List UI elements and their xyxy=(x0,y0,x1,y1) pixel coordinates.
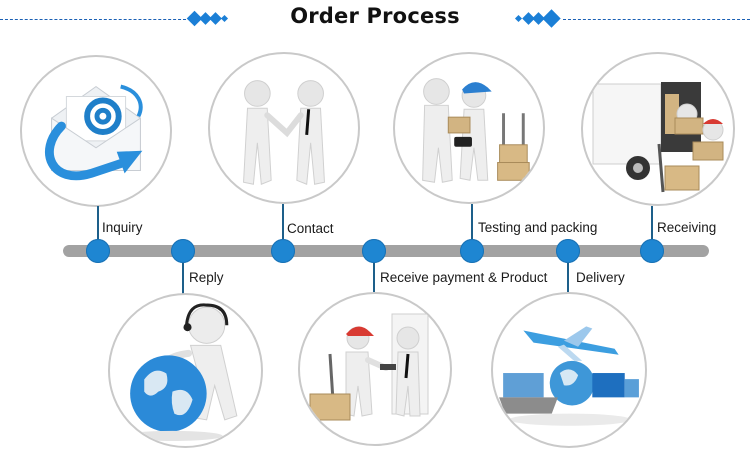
timeline-dot-inquiry xyxy=(86,239,110,263)
timeline-dot-testing-packing xyxy=(460,239,484,263)
step-image-delivery xyxy=(491,292,647,448)
shipping-logistics-icon xyxy=(499,326,639,426)
step-image-inquiry xyxy=(20,55,172,207)
timeline-dot-reply xyxy=(171,239,195,263)
step-label-inquiry: Inquiry xyxy=(102,220,143,235)
step-label-reply: Reply xyxy=(189,270,224,285)
connector-contact xyxy=(282,204,284,244)
step-image-testing-packing xyxy=(393,52,545,204)
header-dashed-line-right xyxy=(563,19,750,20)
connector-delivery xyxy=(567,258,569,292)
timeline-dot-delivery xyxy=(556,239,580,263)
header-dashed-line-left xyxy=(0,19,186,20)
step-image-receiving xyxy=(581,52,735,206)
step-image-contact xyxy=(208,52,360,204)
scanner-packing-icon xyxy=(422,78,530,183)
step-label-delivery: Delivery xyxy=(576,270,625,285)
connector-receiving xyxy=(651,206,653,244)
step-image-reply xyxy=(108,293,263,448)
timeline-dot-contact xyxy=(271,239,295,263)
courier-delivery-icon xyxy=(309,313,429,421)
connector-inquiry xyxy=(97,206,99,244)
connector-reply xyxy=(182,258,184,294)
timeline-dot-receive-payment xyxy=(362,239,386,263)
step-image-receive-payment xyxy=(298,292,452,446)
connector-receive-payment xyxy=(373,258,375,292)
email-at-icon xyxy=(45,84,143,181)
page-title: Order Process xyxy=(290,4,460,28)
step-label-contact: Contact xyxy=(287,221,334,236)
timeline-dot-receiving xyxy=(640,239,664,263)
handshake-icon xyxy=(243,80,325,185)
step-label-receiving: Receiving xyxy=(657,220,717,235)
support-globe-icon xyxy=(122,303,238,441)
step-label-testing-packing: Testing and packing xyxy=(478,220,598,235)
timeline-bar xyxy=(63,245,709,257)
step-label-receive-payment: Receive payment & Product xyxy=(380,270,548,285)
connector-testing-packing xyxy=(471,204,473,244)
truck-unloading-icon xyxy=(592,82,724,193)
